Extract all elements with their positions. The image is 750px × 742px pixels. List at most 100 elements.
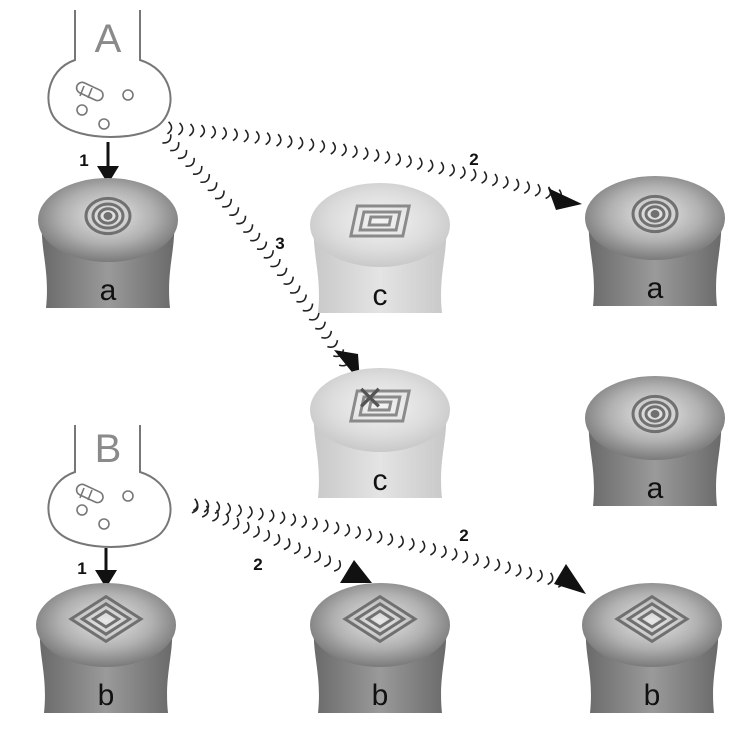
signal-squiggle — [470, 168, 477, 182]
flask-a: A — [47, 10, 172, 138]
signal-squiggle — [311, 517, 318, 531]
cell-label: c — [373, 464, 388, 497]
signal-squiggle — [276, 133, 282, 147]
signal-squiggle — [243, 129, 249, 143]
signal-squiggle — [214, 190, 225, 200]
arrowhead-a-distant — [548, 188, 582, 210]
signal-squiggle — [225, 502, 231, 516]
signal-squiggle — [308, 312, 320, 321]
signal-squiggle — [327, 339, 339, 349]
signal-squiggle — [276, 267, 288, 277]
signal-squiggle — [416, 157, 423, 171]
cell-label: a — [647, 472, 664, 505]
signal-squiggle — [188, 123, 195, 137]
signal-squiggle — [232, 517, 240, 530]
cell-a: a — [38, 178, 178, 308]
signal-squiggle — [293, 542, 301, 555]
circular-receptor-icon — [631, 194, 679, 234]
signal-squiggle — [203, 499, 210, 513]
signal-squiggle — [341, 143, 347, 157]
signal-squiggle — [283, 276, 295, 285]
circular-receptor-icon — [84, 196, 132, 236]
signal-squiggle — [502, 175, 509, 189]
arrow-label-b-near: 2 — [253, 555, 262, 574]
signal-squiggle — [279, 511, 286, 525]
rectangular-receptor-icon — [348, 204, 412, 238]
vesicle-icon — [75, 81, 134, 130]
arrow-label-a-distant: 2 — [469, 150, 478, 169]
signal-squiggle — [459, 166, 466, 180]
cell-c: c — [310, 368, 450, 498]
signal-squiggle — [491, 173, 498, 187]
cell-label: a — [100, 274, 117, 307]
signal-squiggle — [365, 528, 372, 542]
signal-squiggle — [384, 150, 391, 164]
cell-label: b — [98, 679, 115, 712]
signal-squiggle — [296, 294, 308, 303]
signal-squiggle — [229, 207, 240, 217]
arrow-label-b-direct: 1 — [77, 559, 86, 578]
signal-squiggle — [462, 550, 469, 564]
cell-label: c — [373, 279, 388, 312]
signal-squiggle — [170, 141, 180, 152]
cell-top — [310, 583, 450, 667]
flask-label-a: A — [95, 17, 122, 61]
signal-squiggle — [242, 521, 250, 534]
signal-squiggle — [333, 559, 342, 572]
signal-squiggle — [268, 509, 275, 523]
signal-squiggle — [504, 561, 511, 575]
circular-receptor-icon — [631, 394, 679, 434]
arrowhead-b-near — [340, 560, 372, 583]
signal-squiggle — [515, 564, 522, 577]
vesicle-icon — [75, 483, 134, 530]
signal-squiggles — [162, 121, 565, 588]
signal-squiggle — [257, 507, 264, 521]
signal-squiggle — [297, 136, 304, 150]
rectangular-receptor-icon — [348, 389, 412, 423]
diamond-receptor-icon — [342, 594, 418, 644]
signal-squiggle — [221, 126, 228, 141]
signal-squiggle — [162, 134, 172, 144]
signal-squiggle — [323, 555, 332, 568]
signal-squiggle — [222, 198, 233, 208]
signal-squiggle — [256, 241, 268, 251]
signal-squiggle — [351, 145, 358, 159]
signal-squiggle — [449, 163, 455, 177]
signal-squiggle — [301, 515, 307, 529]
signal-squiggle — [376, 530, 383, 544]
blocked-mark: ✕ — [356, 380, 385, 418]
flask-label-b: B — [95, 427, 122, 471]
signal-squiggle — [438, 161, 445, 175]
signal-squiggle — [199, 124, 206, 138]
signal-squiggle — [333, 521, 340, 535]
signal-squiggle — [405, 155, 412, 169]
signal-squiggle — [408, 537, 415, 551]
signal-squiggle — [185, 157, 195, 168]
signal-squiggle — [308, 138, 315, 152]
signal-squiggle — [322, 519, 329, 533]
signal-squiggle — [290, 513, 297, 527]
direct-arrow-a — [97, 142, 119, 184]
signal-squiggle — [321, 330, 333, 339]
signal-squiggle — [494, 558, 501, 572]
signal-squiggle — [429, 542, 437, 556]
cell-label: b — [644, 679, 661, 712]
signal-squiggle — [313, 550, 321, 563]
signal-squiggle — [166, 121, 173, 135]
signal-squiggle — [472, 553, 479, 567]
signal-squiggle — [315, 321, 326, 330]
signal-squiggle — [200, 174, 211, 184]
signal-squiggle — [273, 533, 281, 547]
signal-squiggle — [397, 535, 404, 549]
arrow-label-b-far: 2 — [459, 526, 468, 545]
signal-squiggle — [534, 183, 541, 197]
cell-b: b — [310, 583, 450, 713]
signal-squiggle — [303, 546, 311, 559]
signal-squiggle — [481, 170, 488, 184]
signal-squiggle — [440, 545, 447, 559]
signal-squiggle — [263, 529, 271, 543]
signal-squiggle — [330, 141, 337, 155]
signal-squiggle — [265, 132, 271, 146]
